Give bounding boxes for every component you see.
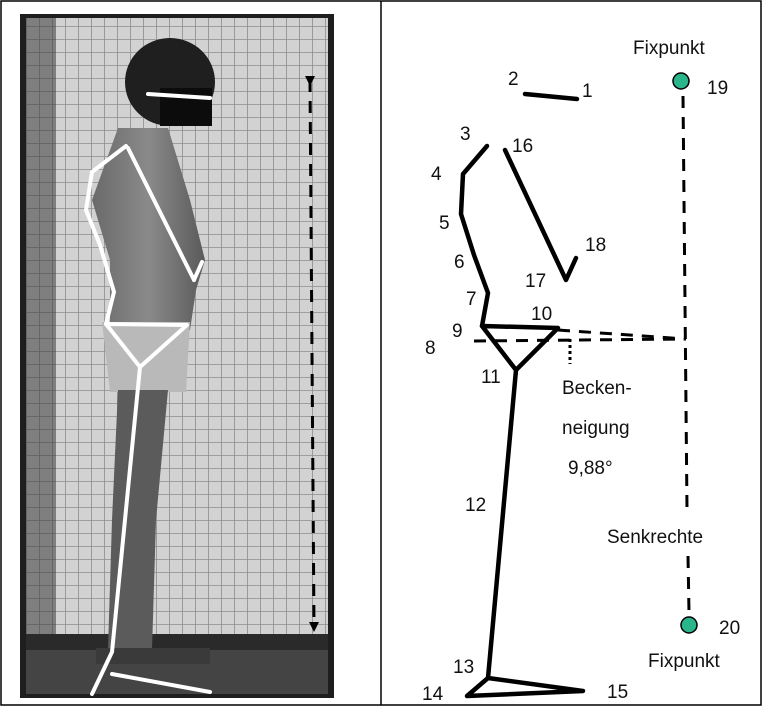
point-label-4: 4: [431, 164, 442, 185]
fixpoint-bottom-marker: [681, 617, 697, 633]
point-label-14: 14: [422, 684, 444, 705]
point-label-20: 20: [719, 618, 740, 639]
photo-panel: [20, 14, 334, 698]
leg-segment: [488, 370, 516, 678]
point-label-18: 18: [585, 235, 606, 256]
pelvis-tilt-label-line2: neigung: [562, 418, 630, 439]
foot-triangle: [467, 678, 583, 696]
pelvis-horizontal-line: [474, 339, 686, 341]
fixpoint-top-label: Fixpunkt: [633, 38, 706, 59]
point-label-12: 12: [465, 495, 486, 516]
vertical-line-lower: [688, 556, 689, 612]
point-label-13: 13: [453, 657, 474, 678]
fixpoint-bottom-label: Fixpunkt: [648, 651, 721, 672]
fixpoint-top-marker: [673, 73, 689, 89]
wall-shadow-left: [26, 18, 56, 654]
point-label-8: 8: [425, 338, 436, 359]
point-label-17: 17: [525, 271, 546, 292]
vertical-line-upper: [683, 96, 687, 510]
pelvis-tilt-line: [558, 330, 686, 339]
point-label-11: 11: [481, 367, 501, 388]
point-label-6: 6: [454, 252, 465, 273]
point-label-10: 10: [531, 304, 552, 325]
pelvis-tilt-angle: 9,88°: [568, 458, 613, 479]
point-label-9: 9: [452, 321, 463, 342]
head-segment: [525, 94, 577, 99]
point-label-7: 7: [466, 289, 477, 310]
point-label-16: 16: [512, 136, 533, 157]
pelvis-triangle: [482, 326, 558, 370]
pelvis-tilt-label-line1: Becken-: [562, 378, 632, 399]
point-label-15: 15: [607, 682, 628, 703]
point-label-2: 2: [508, 69, 519, 90]
arm-segment: [505, 150, 576, 280]
point-label-3: 3: [460, 124, 471, 145]
vertical-line-label: Senkrechte: [607, 527, 703, 548]
point-label-1: 1: [582, 81, 593, 102]
point-label-5: 5: [439, 213, 450, 234]
diagram-panel: 1 2 3 4 5 6 7 8 9 10 11 12 13 14 15 16 1…: [422, 38, 740, 705]
point-label-19: 19: [707, 78, 728, 99]
